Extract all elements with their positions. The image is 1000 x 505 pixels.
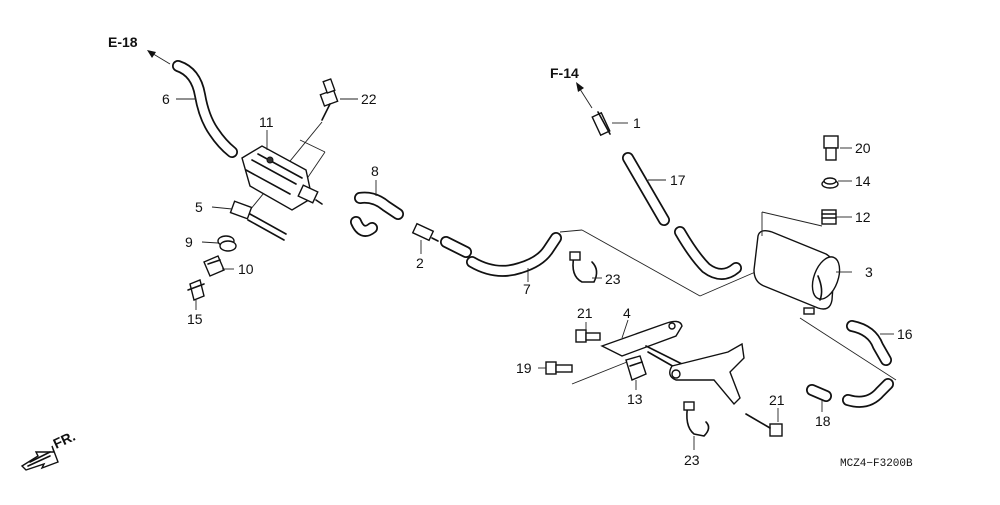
collar-12 bbox=[821, 209, 837, 225]
callout-21-upper: 21 bbox=[577, 305, 593, 321]
callout-5: 5 bbox=[195, 199, 203, 215]
ref-e18: E-18 bbox=[108, 34, 138, 50]
washer-14 bbox=[821, 177, 839, 189]
bolt-22 bbox=[319, 78, 339, 121]
bolt-19 bbox=[545, 361, 573, 375]
callout-19: 19 bbox=[516, 360, 532, 376]
arrow-e18-icon bbox=[147, 50, 171, 65]
hose-6 bbox=[172, 60, 238, 158]
joint-1 bbox=[591, 111, 611, 137]
callout-3: 3 bbox=[865, 264, 873, 280]
front-arrow-icon bbox=[20, 445, 59, 471]
callout-17: 17 bbox=[670, 172, 686, 188]
arrow-f14-icon bbox=[576, 82, 593, 109]
solenoid-valve-11 bbox=[241, 145, 323, 211]
collar-9 bbox=[217, 235, 237, 252]
callout-18: 18 bbox=[815, 413, 831, 429]
callout-13: 13 bbox=[627, 391, 643, 407]
rubber-mount-10 bbox=[203, 255, 225, 277]
hose-17 bbox=[622, 152, 742, 280]
canister-3 bbox=[753, 229, 841, 315]
callout-22: 22 bbox=[361, 91, 377, 107]
bolt-21-lower bbox=[745, 413, 783, 437]
callout-20: 20 bbox=[855, 140, 871, 156]
front-label: FR. bbox=[51, 428, 78, 452]
callout-15: 15 bbox=[187, 311, 203, 327]
nut-13 bbox=[625, 355, 647, 381]
callout-14: 14 bbox=[855, 173, 871, 189]
hose-16 bbox=[846, 320, 892, 366]
ref-f14: F-14 bbox=[550, 65, 579, 81]
diagram-code: MCZ4−F3200B bbox=[840, 458, 913, 470]
callout-16: 16 bbox=[897, 326, 913, 342]
callout-9: 9 bbox=[185, 234, 193, 250]
callout-12: 12 bbox=[855, 209, 871, 225]
callout-11: 11 bbox=[259, 114, 274, 130]
hose-7 bbox=[440, 232, 562, 277]
callout-7: 7 bbox=[523, 281, 531, 297]
callout-10: 10 bbox=[238, 261, 254, 277]
bracket-5 bbox=[229, 200, 287, 241]
clamp-23-lower bbox=[683, 401, 710, 437]
callout-23-upper: 23 bbox=[605, 271, 621, 287]
clamp-23-upper bbox=[569, 251, 598, 283]
callout-23-lower: 23 bbox=[684, 452, 700, 468]
hose-18 bbox=[806, 378, 894, 408]
callout-2: 2 bbox=[416, 255, 424, 271]
grommet-15 bbox=[187, 279, 205, 301]
hose-8 bbox=[350, 191, 404, 237]
bolt-20 bbox=[823, 135, 839, 161]
bolt-21-upper bbox=[575, 329, 601, 343]
callout-1: 1 bbox=[633, 115, 641, 131]
callout-21-lower: 21 bbox=[769, 392, 785, 408]
callout-4: 4 bbox=[623, 305, 631, 321]
callout-8: 8 bbox=[371, 163, 379, 179]
fitting-2 bbox=[411, 222, 439, 242]
bracket-4 bbox=[600, 320, 745, 406]
callout-6: 6 bbox=[162, 91, 170, 107]
